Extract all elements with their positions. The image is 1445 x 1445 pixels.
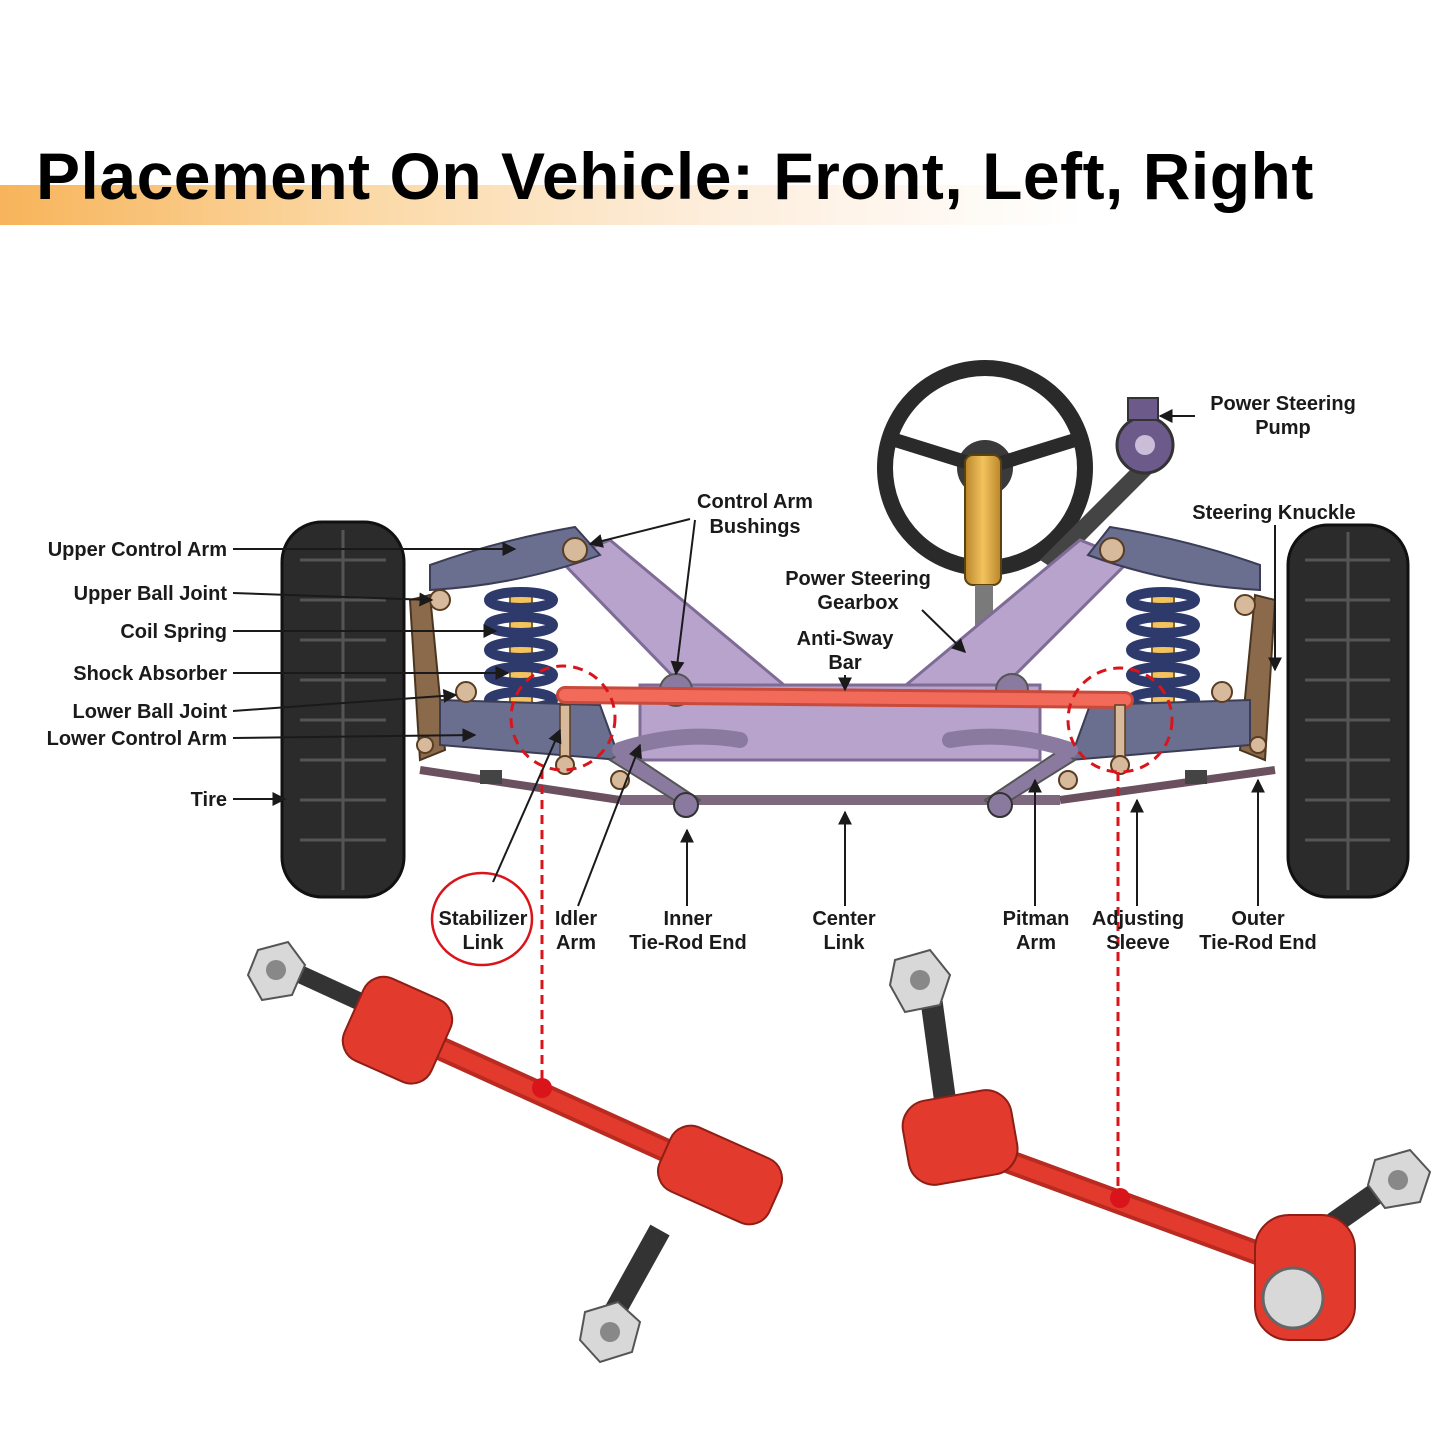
label-stabilizer-link-1: Stabilizer xyxy=(439,908,528,930)
label-inner-tie-rod-end-1: Inner xyxy=(664,908,713,930)
label-lower-control-arm: Lower Control Arm xyxy=(47,728,227,750)
label-pitman-arm-2: Arm xyxy=(1016,932,1056,954)
label-center-link-2: Link xyxy=(823,932,865,954)
label-idler-arm-1: Idler xyxy=(555,908,597,930)
label-inner-tie-rod-end-2: Tie-Rod End xyxy=(629,932,746,954)
label-steering-knuckle: Steering Knuckle xyxy=(1192,502,1355,524)
label-power-steering-gearbox-1: Power Steering xyxy=(785,568,931,590)
title-banner xyxy=(0,185,1445,225)
label-tire: Tire xyxy=(191,789,227,811)
stabilizer-link-diagram-right xyxy=(1110,704,1130,775)
highlight-circle-right xyxy=(1066,666,1174,774)
label-coil-spring: Coil Spring xyxy=(120,621,227,643)
steering-column xyxy=(964,454,1002,586)
lower-ball-joint-left xyxy=(455,681,477,703)
lower-control-arm-left xyxy=(439,698,622,762)
highlight-circle-left xyxy=(509,664,617,772)
power-steering-pump-shape xyxy=(1040,397,1175,570)
label-power-steering-pump-1: Power Steering xyxy=(1210,393,1356,415)
label-power-steering-gearbox-2: Gearbox xyxy=(817,592,898,614)
label-upper-ball-joint: Upper Ball Joint xyxy=(74,583,228,605)
stabilizer-link-product-left xyxy=(246,940,784,1364)
label-pitman-arm-1: Pitman xyxy=(1003,908,1070,930)
label-anti-sway-bar-2: Bar xyxy=(828,652,862,674)
stabilizer-link-label-circle xyxy=(430,871,534,967)
marker-dot-left xyxy=(532,1078,552,1098)
label-adjusting-sleeve-1: Adjusting xyxy=(1092,908,1184,930)
label-upper-control-arm: Upper Control Arm xyxy=(48,539,227,561)
coil-spring-left xyxy=(484,587,558,713)
upper-ball-joint-right xyxy=(1234,594,1256,616)
label-adjusting-sleeve-2: Sleeve xyxy=(1106,932,1169,954)
label-anti-sway-bar-1: Anti-Sway xyxy=(797,628,895,650)
label-center-link-1: Center xyxy=(812,908,876,930)
label-control-arm-bushings-2: Bushings xyxy=(709,516,800,538)
label-lower-ball-joint: Lower Ball Joint xyxy=(73,701,228,723)
stabilizer-link-product-right xyxy=(888,948,1432,1341)
page-title: Placement On Vehicle: Front, Left, Right xyxy=(36,139,1314,213)
tire-left xyxy=(280,520,406,899)
label-outer-tie-rod-end-2: Tie-Rod End xyxy=(1199,932,1316,954)
upper-control-arm-left xyxy=(429,525,602,592)
label-shock-absorber: Shock Absorber xyxy=(73,663,227,685)
lower-ball-joint-right xyxy=(1211,681,1233,703)
label-outer-tie-rod-end-1: Outer xyxy=(1231,908,1285,930)
tire-right xyxy=(1286,523,1410,899)
leader-lines xyxy=(232,409,1282,907)
label-control-arm-bushings-1: Control Arm xyxy=(697,491,813,513)
upper-control-arm-right xyxy=(1086,525,1261,592)
label-idler-arm-2: Arm xyxy=(556,932,596,954)
upper-ball-joint-left xyxy=(429,589,451,611)
marker-dot-right xyxy=(1110,1188,1130,1208)
label-stabilizer-link-2: Link xyxy=(462,932,504,954)
label-power-steering-pump-2: Pump xyxy=(1255,417,1311,439)
